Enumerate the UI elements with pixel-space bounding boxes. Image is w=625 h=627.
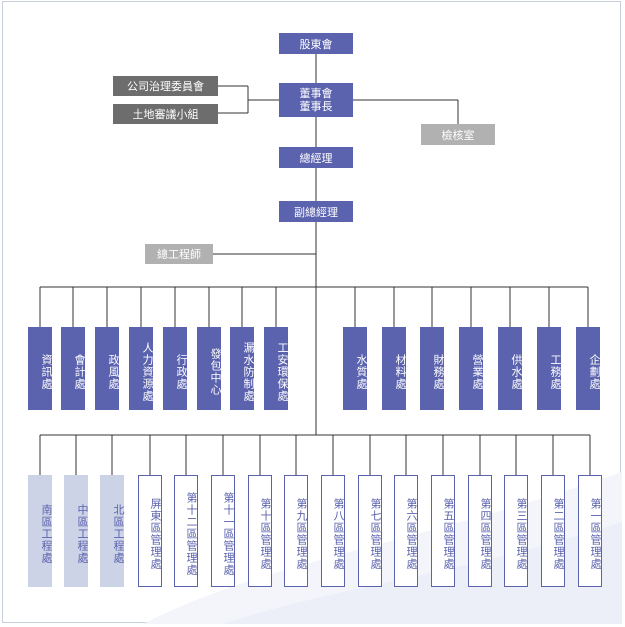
shareholders-node: 股東會 <box>279 33 353 54</box>
general-manager-node: 總經理 <box>279 147 353 168</box>
management-office-box: 第一區管理處 <box>578 475 602 587</box>
management-office-box: 第六區管理處 <box>394 475 418 587</box>
management-office-box: 第七區管理處 <box>358 475 382 587</box>
dept-box: 漏水防制處 <box>230 327 255 410</box>
dept-box: 發包中心 <box>197 327 222 410</box>
board-node: 董事會 董事長 <box>279 83 353 117</box>
dept-box: 人力資源處 <box>129 327 154 410</box>
engineering-office-box: 北區工程處 <box>100 475 125 587</box>
management-office-box: 屏東區管理處 <box>138 475 162 587</box>
dept-box: 水質處 <box>343 327 368 410</box>
dept-box: 財務處 <box>420 327 445 410</box>
management-office-box: 第二區管理處 <box>541 475 565 587</box>
dept-box: 行政處 <box>163 327 188 410</box>
engineering-office-box: 中區工程處 <box>64 475 89 587</box>
dept-box: 供水處 <box>498 327 523 410</box>
dept-box: 企劃處 <box>576 327 601 410</box>
management-office-box: 第九區管理處 <box>284 475 308 587</box>
dept-box: 工安環保處 <box>264 327 289 410</box>
land-review-group-node: 土地審議小組 <box>113 104 218 124</box>
deputy-general-manager-node: 副總經理 <box>279 201 353 222</box>
chairman-label: 董事長 <box>299 100 333 113</box>
dept-box: 工務處 <box>537 327 562 410</box>
chief-engineer-node: 總工程師 <box>145 244 213 264</box>
dept-box: 政風處 <box>95 327 120 410</box>
dept-box: 營業處 <box>459 327 484 410</box>
board-label: 董事會 <box>299 87 333 100</box>
governance-committee-node: 公司治理委員會 <box>113 76 218 96</box>
management-office-box: 第十一區管理處 <box>211 475 235 587</box>
dept-box: 材料處 <box>382 327 407 410</box>
management-office-box: 第十區管理處 <box>248 475 272 587</box>
management-office-box: 第八區管理處 <box>321 475 345 587</box>
audit-office-node: 檢核室 <box>421 124 495 145</box>
management-office-box: 第十二區管理處 <box>174 475 198 587</box>
management-office-box: 第三區管理處 <box>504 475 528 587</box>
management-office-box: 第五區管理處 <box>431 475 455 587</box>
engineering-office-box: 南區工程處 <box>28 475 53 587</box>
dept-box: 會計處 <box>61 327 86 410</box>
management-office-box: 第四區管理處 <box>468 475 492 587</box>
dept-box: 資訊處 <box>28 327 53 410</box>
